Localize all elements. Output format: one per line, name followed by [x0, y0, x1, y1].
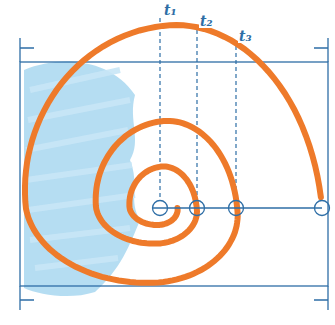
time-lines	[160, 18, 236, 200]
blue-shading	[24, 62, 140, 297]
axis-points	[152, 201, 330, 216]
time-label: t₁	[163, 3, 178, 17]
time-label: t₂	[199, 14, 214, 28]
spiral	[25, 25, 321, 283]
time-label: t₃	[238, 29, 253, 43]
